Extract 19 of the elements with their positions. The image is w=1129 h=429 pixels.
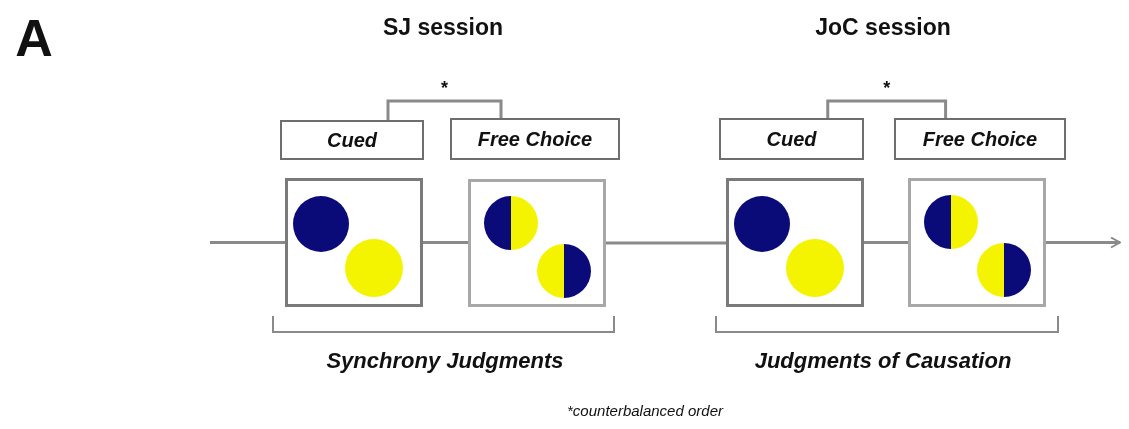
condition-label: Free Choice	[894, 118, 1066, 160]
connector-line	[423, 241, 468, 244]
arrow	[1046, 236, 1121, 249]
group-label: Synchrony Judgments	[326, 348, 564, 374]
connector-line	[606, 241, 726, 245]
footnote: *counterbalanced order	[567, 402, 723, 419]
group-label: Judgments of Causation	[754, 348, 1012, 374]
condition-label: Free Choice	[450, 118, 620, 160]
connector-line	[210, 241, 285, 244]
condition-label: Cued	[719, 118, 864, 160]
panel-letter: A	[15, 8, 53, 68]
bracket-connector	[386, 99, 503, 120]
condition-label: Cued	[280, 120, 424, 160]
edge-label: *	[441, 78, 448, 99]
session-title: JoC session	[815, 14, 951, 41]
bracket-connector	[826, 99, 948, 118]
edge-label: *	[883, 78, 891, 99]
session-title: SJ session	[382, 14, 504, 41]
connector-line	[864, 241, 908, 244]
